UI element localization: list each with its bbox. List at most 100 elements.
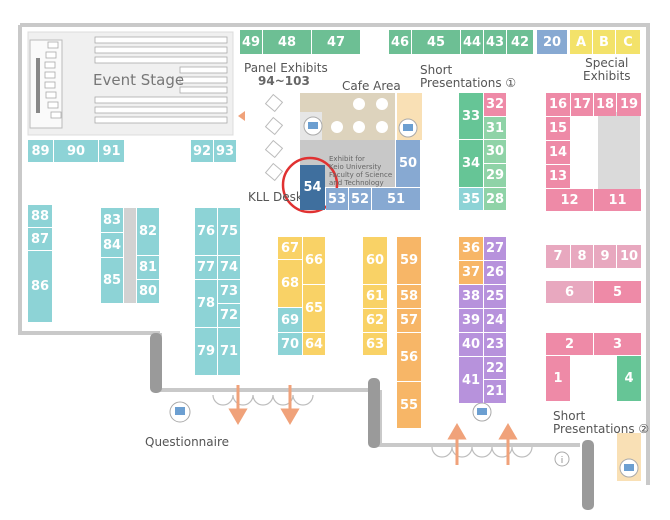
- booth-17[interactable]: 17: [571, 93, 593, 116]
- booth-B[interactable]: B: [593, 30, 615, 54]
- booth-29[interactable]: 29: [484, 164, 506, 187]
- booth-93[interactable]: 93: [214, 140, 236, 162]
- info-point: i: [554, 451, 570, 467]
- booth-4[interactable]: 4: [617, 356, 641, 401]
- booth-61[interactable]: 61: [363, 285, 387, 308]
- booth-66[interactable]: 66: [303, 237, 325, 284]
- booth-6[interactable]: 6: [546, 281, 593, 303]
- booth-42[interactable]: 42: [507, 30, 533, 54]
- booth-30[interactable]: 30: [484, 140, 506, 163]
- booth-5[interactable]: 5: [594, 281, 641, 303]
- booth-25[interactable]: 25: [484, 285, 506, 308]
- booth-43[interactable]: 43: [484, 30, 506, 54]
- booth-76[interactable]: 76: [195, 208, 217, 255]
- booth-62[interactable]: 62: [363, 309, 387, 332]
- booth-46[interactable]: 46: [389, 30, 411, 54]
- booth-41[interactable]: 41: [459, 357, 483, 403]
- booth-63[interactable]: 63: [363, 333, 387, 355]
- booth-48[interactable]: 48: [263, 30, 311, 54]
- booth-50[interactable]: 50: [396, 140, 420, 187]
- booth-52[interactable]: 52: [349, 188, 371, 210]
- booth-39[interactable]: 39: [459, 309, 483, 332]
- booth-24[interactable]: 24: [484, 309, 506, 332]
- booth-37[interactable]: 37: [459, 261, 483, 284]
- booth-73[interactable]: 73: [218, 280, 240, 303]
- booth-55[interactable]: 55: [397, 382, 421, 428]
- booth-10[interactable]: 10: [617, 245, 641, 268]
- booth-31[interactable]: 31: [484, 117, 506, 139]
- booth-33[interactable]: 33: [459, 93, 483, 139]
- booth-40[interactable]: 40: [459, 333, 483, 356]
- booth-49[interactable]: 49: [240, 30, 262, 54]
- booth-1[interactable]: 1: [546, 356, 570, 401]
- keio-exhibit-label: Exhibit for Keio University Faculty of S…: [329, 155, 393, 187]
- booth-79[interactable]: 79: [195, 328, 217, 375]
- booth-81[interactable]: 81: [137, 256, 159, 279]
- booth-70[interactable]: 70: [278, 333, 302, 355]
- booth-90[interactable]: 90: [54, 140, 98, 162]
- booth-75[interactable]: 75: [218, 208, 240, 255]
- booth-38[interactable]: 38: [459, 285, 483, 308]
- booth-58[interactable]: 58: [397, 285, 421, 308]
- booth-60[interactable]: 60: [363, 237, 387, 284]
- booth-9[interactable]: 9: [594, 245, 616, 268]
- booth-59[interactable]: 59: [397, 237, 421, 284]
- booth-34[interactable]: 34: [459, 140, 483, 187]
- booth-22[interactable]: 22: [484, 357, 506, 379]
- booth-8[interactable]: 8: [571, 245, 593, 268]
- booth-92[interactable]: 92: [191, 140, 213, 162]
- booth-88[interactable]: 88: [28, 205, 52, 227]
- booth-3[interactable]: 3: [594, 333, 641, 355]
- booth-21[interactable]: 21: [484, 380, 506, 403]
- booth-36[interactable]: 36: [459, 237, 483, 260]
- booth-89[interactable]: 89: [28, 140, 53, 162]
- booth-13[interactable]: 13: [546, 165, 570, 188]
- booth-91[interactable]: 91: [99, 140, 124, 162]
- booth-82[interactable]: 82: [137, 208, 159, 255]
- booth-32[interactable]: 32: [484, 93, 506, 116]
- booth-57[interactable]: 57: [397, 309, 421, 332]
- booth-26[interactable]: 26: [484, 261, 506, 284]
- booth-14[interactable]: 14: [546, 141, 570, 164]
- booth-20[interactable]: 20: [537, 30, 567, 54]
- booth-71[interactable]: 71: [218, 328, 240, 375]
- booth-74[interactable]: 74: [218, 256, 240, 279]
- booth-2[interactable]: 2: [546, 333, 593, 355]
- booth-47[interactable]: 47: [312, 30, 360, 54]
- booth-85[interactable]: 85: [101, 258, 123, 303]
- booth-44[interactable]: 44: [461, 30, 483, 54]
- booth-54[interactable]: 54: [300, 165, 325, 210]
- booth-77[interactable]: 77: [195, 256, 217, 279]
- booth-18[interactable]: 18: [594, 93, 616, 116]
- booth-15[interactable]: 15: [546, 117, 570, 140]
- booth-68[interactable]: 68: [278, 260, 302, 307]
- booth-87[interactable]: 87: [28, 228, 52, 250]
- booth-7[interactable]: 7: [546, 245, 570, 268]
- booth-84[interactable]: 84: [101, 233, 123, 257]
- booth-53[interactable]: 53: [326, 188, 348, 210]
- booth-12[interactable]: 12: [546, 189, 593, 211]
- booth-11[interactable]: 11: [594, 189, 641, 211]
- booth-35[interactable]: 35: [459, 188, 483, 210]
- booth-51[interactable]: 51: [372, 188, 420, 210]
- booth-86[interactable]: 86: [28, 251, 52, 322]
- booth-23[interactable]: 23: [484, 333, 506, 356]
- booth-16[interactable]: 16: [546, 93, 570, 116]
- booth-56[interactable]: 56: [397, 333, 421, 381]
- booth-69[interactable]: 69: [278, 308, 302, 332]
- booth-78[interactable]: 78: [195, 280, 217, 327]
- pillar: [150, 333, 162, 393]
- booth-28[interactable]: 28: [484, 188, 506, 210]
- booth-19[interactable]: 19: [617, 93, 641, 116]
- booth-45[interactable]: 45: [412, 30, 460, 54]
- booth-83[interactable]: 83: [101, 208, 123, 232]
- booth-65[interactable]: 65: [303, 285, 325, 332]
- booth-72[interactable]: 72: [218, 304, 240, 327]
- booth-80[interactable]: 80: [137, 280, 159, 303]
- booth-67[interactable]: 67: [278, 237, 302, 259]
- booth-A[interactable]: A: [570, 30, 592, 54]
- booth-64[interactable]: 64: [303, 333, 325, 355]
- booth-C[interactable]: C: [616, 30, 640, 54]
- booth-27[interactable]: 27: [484, 237, 506, 260]
